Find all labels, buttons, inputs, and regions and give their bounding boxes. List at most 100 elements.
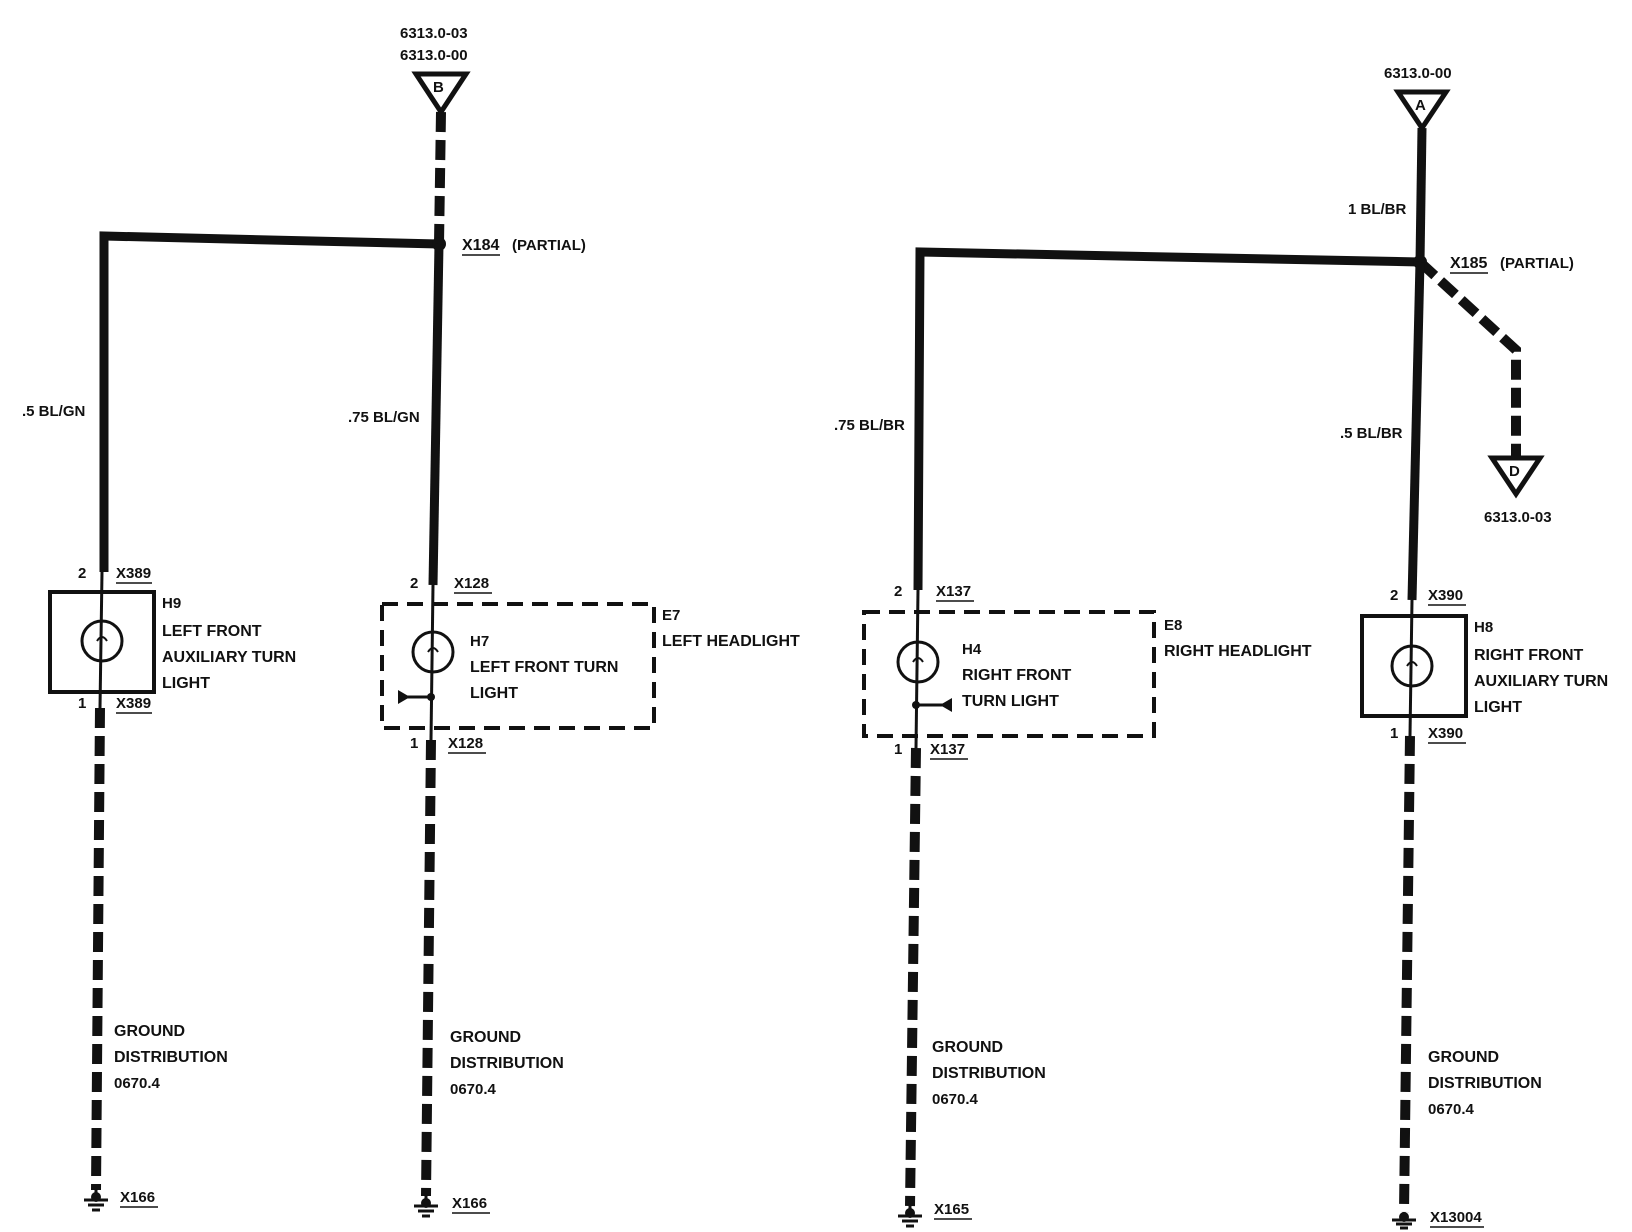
- ground-line1: GROUND: [450, 1029, 521, 1046]
- connector-b-ref-1: 6313.0-03: [400, 25, 468, 42]
- h9-line2: AUXILIARY TURN: [162, 649, 296, 666]
- connector-a-letter: A: [1415, 97, 1426, 114]
- h8-line1: RIGHT FRONT: [1474, 647, 1584, 664]
- component-h8: 2 X390 H8 RIGHT FRONT AUXILIARY TURN LIG…: [1360, 587, 1608, 744]
- h8-conn-bottom: X390: [1428, 725, 1463, 742]
- wire-label-w4: 1 BL/BR: [1348, 201, 1407, 218]
- ground-line3: 0670.4: [1428, 1101, 1475, 1118]
- wire-b-feed: [434, 111, 446, 245]
- h9-wire-thru: [98, 571, 104, 709]
- h4-conn-top: X137: [936, 583, 971, 600]
- wire-label-w3: .75 BL/BR: [834, 417, 905, 434]
- wire-label-w1: .5 BL/GN: [22, 403, 85, 420]
- wire-label-w2: .75 BL/GN: [348, 409, 420, 426]
- h7-ground-arrow: [398, 690, 410, 704]
- splice-x185-label: X185: [1450, 255, 1487, 272]
- h7-conn-bottom: X128: [448, 735, 483, 752]
- wire-h4-ground: [905, 747, 921, 1207]
- h7-line2: LIGHT: [470, 685, 518, 702]
- splice-x185-note: (PARTIAL): [1500, 255, 1574, 272]
- e8-name: RIGHT HEADLIGHT: [1164, 643, 1312, 660]
- ground-line1: GROUND: [114, 1023, 185, 1040]
- ground-line2: DISTRIBUTION: [932, 1065, 1046, 1082]
- connector-b-letter: B: [433, 79, 444, 96]
- connector-d-triangle: [1487, 455, 1545, 499]
- h4-conn-bottom: X137: [930, 741, 965, 758]
- ground-symbol-icon: [414, 1196, 438, 1218]
- h7-wire-thru: [429, 584, 435, 741]
- connector-b-triangle: [411, 71, 471, 117]
- h9-conn-top: X389: [116, 565, 151, 582]
- ground-line1: GROUND: [932, 1039, 1003, 1056]
- ground-symbol-icon: [84, 1190, 108, 1212]
- connector-d: D 6313.0-03: [1484, 455, 1552, 526]
- pin-label: 1: [78, 695, 86, 712]
- ground-x165: X165: [934, 1201, 969, 1218]
- wire-h7-ground: [421, 739, 436, 1197]
- ground-note-3: GROUND DISTRIBUTION 0670.4: [932, 1039, 1046, 1108]
- ground-line2: DISTRIBUTION: [114, 1049, 228, 1066]
- h4-line1: RIGHT FRONT: [962, 667, 1072, 684]
- e7-id: E7: [662, 607, 680, 624]
- pin-label: 1: [1390, 725, 1398, 742]
- ground-x166-b: X166: [452, 1195, 487, 1212]
- wire-h9-ground: [91, 707, 105, 1191]
- h4-junction: [912, 701, 920, 709]
- connector-d-letter: D: [1509, 463, 1520, 480]
- connector-a: 6313.0-00 A: [1384, 65, 1452, 133]
- component-h9: 2 X389 H9 LEFT FRONT AUXILIARY TURN LIGH…: [48, 565, 296, 714]
- wire-a-feed: [1415, 127, 1427, 263]
- component-h4-e8: 2 X137 H4 RIGHT FRONT TURN LIGHT E8 RIGH…: [862, 583, 1312, 760]
- ground-line1: GROUND: [1428, 1049, 1499, 1066]
- h9-conn-bottom: X389: [116, 695, 151, 712]
- connector-a-triangle: [1393, 89, 1451, 133]
- h7-id: H7: [470, 633, 489, 650]
- h8-id: H8: [1474, 619, 1493, 636]
- wire-x184-left: [99, 231, 440, 572]
- ground-line3: 0670.4: [450, 1081, 497, 1098]
- wire-x184-down: [428, 243, 444, 586]
- pin-label: 2: [1390, 587, 1398, 604]
- ground-line3: 0670.4: [932, 1091, 979, 1108]
- h9-line1: LEFT FRONT: [162, 623, 262, 640]
- h4-wire-thru: [914, 589, 920, 749]
- e8-box: [862, 610, 1156, 738]
- ground-note-4: GROUND DISTRIBUTION 0670.4: [1428, 1049, 1542, 1118]
- ground-note-2: GROUND DISTRIBUTION 0670.4: [450, 1029, 564, 1098]
- pin-label: 1: [410, 735, 418, 752]
- pin-label: 2: [894, 583, 902, 600]
- h8-wire-thru: [1408, 599, 1414, 737]
- e7-box: [380, 602, 656, 730]
- h8-line3: LIGHT: [1474, 699, 1522, 716]
- h9-id: H9: [162, 595, 181, 612]
- splice-x184-label: X184: [462, 237, 499, 254]
- wire-h8-ground: [1399, 735, 1415, 1213]
- connector-b: 6313.0-03 6313.0-00 B: [400, 25, 471, 117]
- wire-x185-left: [913, 247, 1421, 591]
- ground-symbol-icon: [1392, 1212, 1416, 1230]
- e7-name: LEFT HEADLIGHT: [662, 633, 800, 650]
- ground-line2: DISTRIBUTION: [1428, 1075, 1542, 1092]
- h4-ground-arrow: [940, 698, 952, 712]
- h7-conn-top: X128: [454, 575, 489, 592]
- e8-id: E8: [1164, 617, 1182, 634]
- h8-line2: AUXILIARY TURN: [1474, 673, 1608, 690]
- h4-id: H4: [962, 641, 982, 658]
- pin-label: 2: [78, 565, 86, 582]
- h9-line3: LIGHT: [162, 675, 210, 692]
- ground-x166-a: X166: [120, 1189, 155, 1206]
- component-h7-e7: 2 X128 H7 LEFT FRONT TURN LIGHT E7 LEFT …: [380, 575, 800, 754]
- wire-x185-to-d: [1416, 258, 1521, 456]
- ground-line2: DISTRIBUTION: [450, 1055, 564, 1072]
- h8-box: [1360, 614, 1468, 718]
- h4-line2: TURN LIGHT: [962, 693, 1059, 710]
- connector-b-ref-2: 6313.0-00: [400, 47, 468, 64]
- pin-label: 1: [894, 741, 902, 758]
- connector-a-ref: 6313.0-00: [1384, 65, 1452, 82]
- ground-x13004: X13004: [1430, 1209, 1482, 1226]
- splice-x184-note: (PARTIAL): [512, 237, 586, 254]
- h8-conn-top: X390: [1428, 587, 1463, 604]
- wire-x185-down: [1407, 261, 1425, 601]
- ground-symbol-icon: [898, 1206, 922, 1228]
